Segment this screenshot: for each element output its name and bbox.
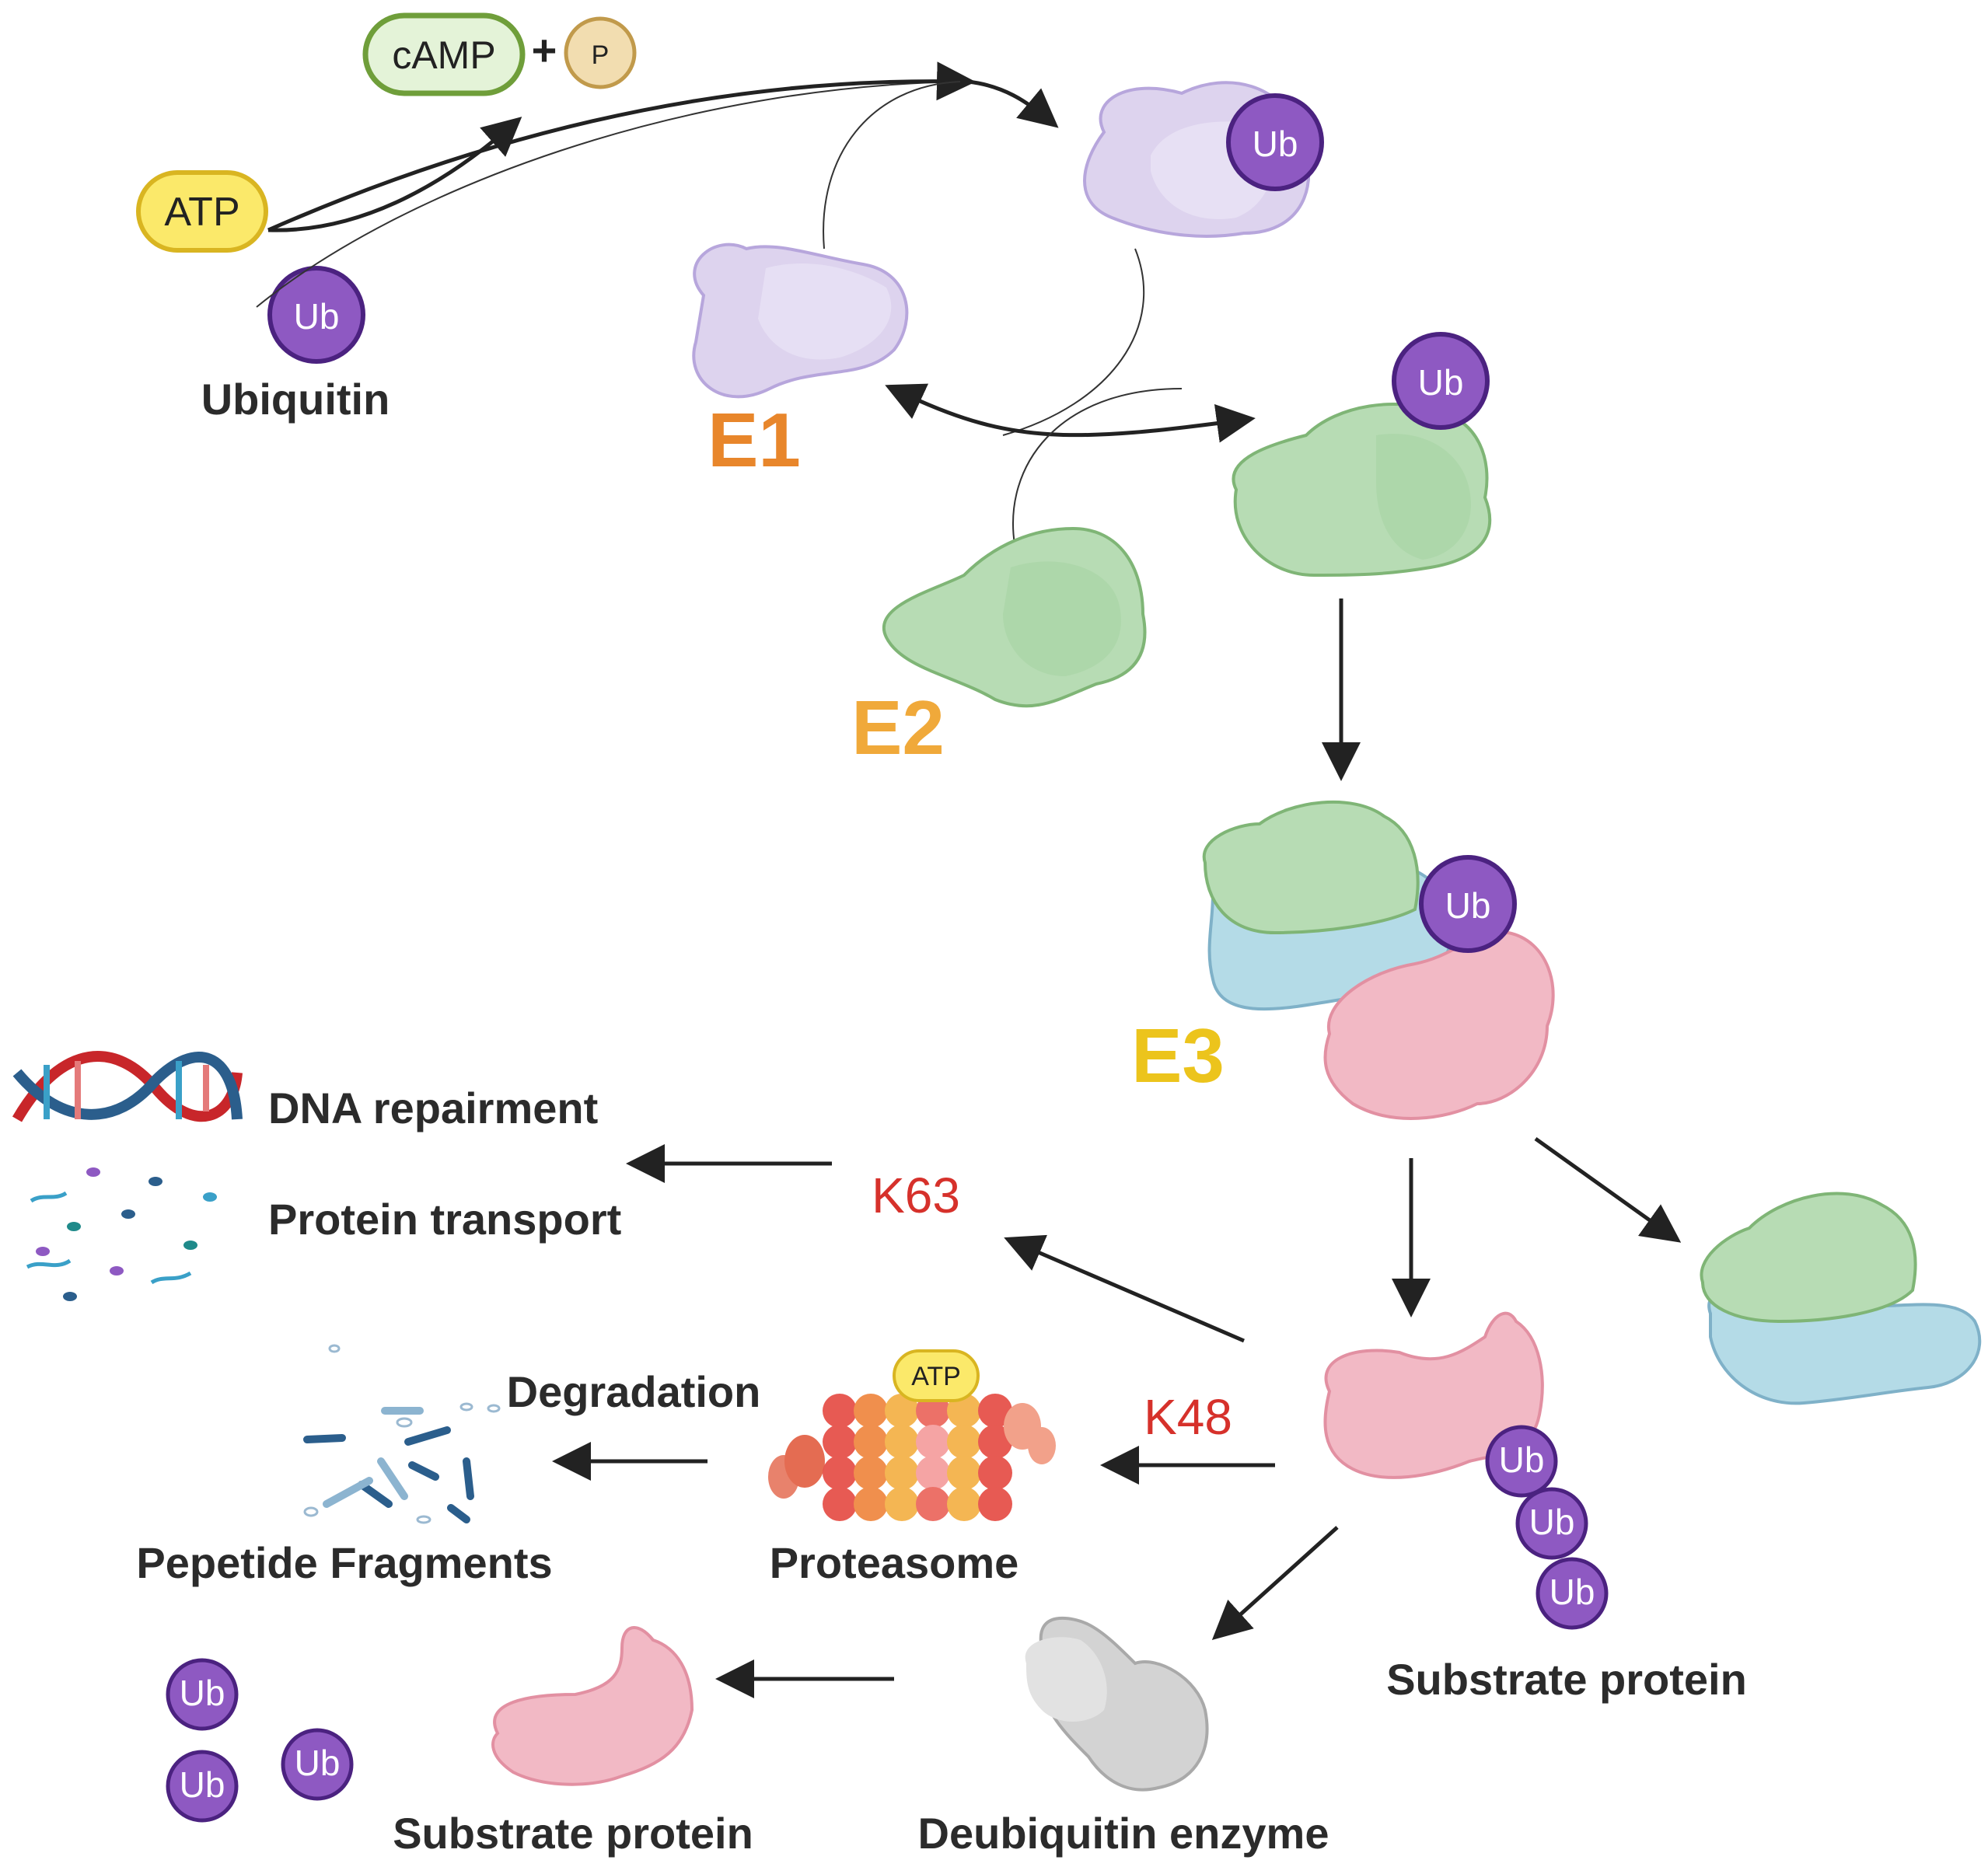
- atp-label: ATP: [164, 190, 239, 235]
- e1-return-line: [823, 81, 961, 250]
- atp-to-e1-arrow: [267, 61, 976, 232]
- e3-label: E3: [1131, 1013, 1225, 1098]
- atp-to-camp-arrow: [267, 117, 522, 232]
- substrate-protein-right-label: Substrate protein: [1386, 1655, 1747, 1704]
- camp-pill: cAMP: [362, 12, 526, 96]
- proteasome-atp-pill: ATP: [893, 1349, 980, 1402]
- e1-e2-transfer-line: [1002, 248, 1145, 436]
- protein-transport-label: Protein transport: [268, 1195, 621, 1244]
- dna-repair-label: DNA repairment: [268, 1084, 598, 1132]
- ub-label: Ub: [294, 296, 340, 337]
- activation-arrow: [967, 79, 1059, 128]
- e2-transfer-line: [1012, 388, 1183, 545]
- k63-label: K63: [872, 1167, 960, 1223]
- svg-text:Ub: Ub: [1550, 1572, 1595, 1612]
- peptide-fragments-icon: [303, 1344, 501, 1524]
- proteasome-label: Proteasome: [770, 1538, 1019, 1587]
- e2-ub-protein: [1232, 403, 1492, 578]
- released-e2-e3: [1700, 1192, 1982, 1405]
- e1-protein: [692, 243, 909, 399]
- svg-text:Ub: Ub: [1445, 885, 1491, 926]
- plus-sign: +: [532, 26, 557, 75]
- substrate-protein-bottom-label: Substrate protein: [393, 1809, 753, 1858]
- free-ub-3: Ub: [168, 1752, 236, 1820]
- ubiquitin-ball: Ub: [270, 268, 363, 361]
- svg-text:ATP: ATP: [911, 1362, 961, 1391]
- e1-label: E1: [708, 397, 801, 483]
- atp-pill: ATP: [136, 170, 268, 253]
- svg-text:Ub: Ub: [1418, 362, 1464, 403]
- e2-protein: [882, 526, 1147, 708]
- ubiquitin-label: Ubiquitin: [201, 375, 390, 424]
- degradation-label: Degradation: [507, 1367, 761, 1416]
- peptide-fragments-label: Pepetide Fragments: [136, 1538, 552, 1587]
- svg-text:Ub: Ub: [1529, 1502, 1575, 1542]
- free-substrate-protein: [491, 1626, 694, 1786]
- deubiquitin-enzyme-shape: [1025, 1616, 1209, 1792]
- k48-label: K48: [1144, 1389, 1232, 1445]
- svg-text:Ub: Ub: [1499, 1440, 1545, 1480]
- proteasome-icon: [768, 1394, 1056, 1521]
- substrate-ub-2: Ub: [1518, 1489, 1586, 1558]
- e3-release-arrow: [1534, 1136, 1682, 1243]
- dna-icon: [12, 1051, 243, 1122]
- protein-transport-icon: [26, 1167, 217, 1301]
- e2-label: E2: [851, 685, 945, 770]
- e3-complex: [1202, 800, 1555, 1120]
- e3-attached-ub: Ub: [1421, 857, 1515, 951]
- polyub-substrate: [1323, 1311, 1544, 1479]
- substrate-ub-1: Ub: [1487, 1427, 1556, 1495]
- e2-attached-ub: Ub: [1394, 334, 1487, 427]
- free-ub-2: Ub: [283, 1730, 351, 1799]
- deubiquitin-enzyme-label: Deubiquitin enzyme: [918, 1809, 1329, 1858]
- ub-to-e1-line: [256, 81, 965, 308]
- camp-label: cAMP: [392, 33, 495, 77]
- phosphate-label: P: [592, 40, 610, 70]
- svg-text:Ub: Ub: [1253, 124, 1298, 164]
- e1-attached-ub: Ub: [1228, 96, 1322, 189]
- free-ub-1: Ub: [168, 1660, 236, 1729]
- phosphate-circle: P: [564, 16, 637, 89]
- svg-text:Ub: Ub: [180, 1673, 225, 1713]
- substrate-to-deub-arrow: [1211, 1526, 1339, 1641]
- svg-text:Ub: Ub: [180, 1764, 225, 1805]
- substrate-ub-3: Ub: [1538, 1559, 1606, 1628]
- svg-text:Ub: Ub: [295, 1743, 341, 1783]
- substrate-to-k63-arrow: [1004, 1234, 1245, 1343]
